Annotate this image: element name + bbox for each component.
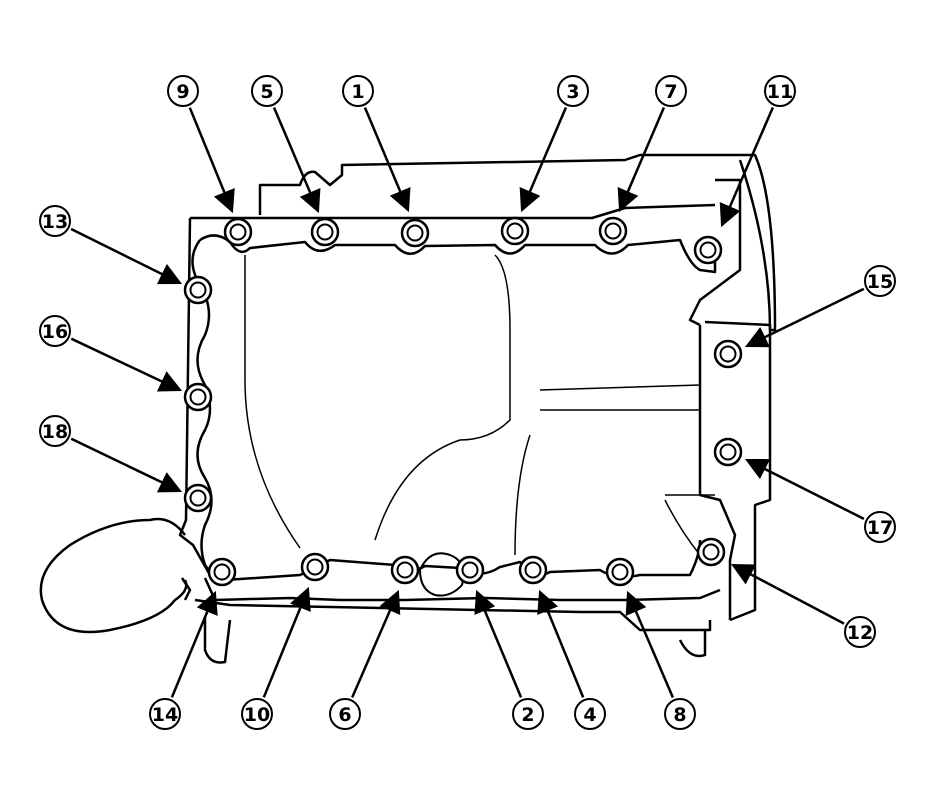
leaders-layer [70, 107, 865, 698]
bolt-8-leader-arrow [625, 590, 675, 698]
bolt-13-head [183, 275, 213, 305]
bolt-14-callout: 14 [149, 698, 181, 730]
bolt-13-leader-arrow [70, 227, 183, 285]
bolt-11-callout-label: 11 [767, 81, 793, 103]
bolt-7-head [598, 216, 628, 246]
bolt-7-callout-circle [655, 75, 687, 107]
bolt-1-callout-circle [342, 75, 374, 107]
bolt-15-callout: 15 [864, 265, 896, 297]
bolt-10-callout-label: 10 [244, 704, 270, 726]
bolt-12-callout-label: 12 [847, 622, 873, 644]
bolt-17-callout: 17 [864, 511, 896, 543]
bolt-10-callout-circle [241, 698, 273, 730]
bolt-6-callout: 6 [329, 698, 361, 730]
bolt-17-callout-circle [864, 511, 896, 543]
bolt-8-callout-label: 8 [673, 704, 686, 726]
bolt-17-callout-label: 17 [867, 517, 893, 539]
bolt-5-head [310, 217, 340, 247]
bolt-4-callout: 4 [574, 698, 606, 730]
bolt-15-leader-arrow [744, 287, 865, 348]
bolt-18-callout: 18 [39, 415, 71, 447]
bolt-2-leader-arrow [474, 589, 523, 698]
bolt-4-callout-circle [574, 698, 606, 730]
bolt-16-callout-label: 16 [42, 321, 68, 343]
bolt-9-callout-circle [167, 75, 199, 107]
bolt-7-callout-label: 7 [664, 81, 677, 103]
bolt-3-leader-arrow [519, 107, 568, 213]
bolt-13-callout-label: 13 [42, 211, 68, 233]
bolt-15-head [713, 339, 743, 369]
bolt-18-callout-label: 18 [42, 421, 68, 443]
oil-pan-drawing [39, 153, 777, 664]
bolt-11-callout: 11 [764, 75, 796, 107]
bolt-4-callout-label: 4 [583, 704, 596, 726]
bolt-6-callout-label: 6 [338, 704, 351, 726]
bolt-18-head [183, 483, 213, 513]
bolt-7-leader-arrow [617, 107, 666, 213]
bolt-5-callout-circle [251, 75, 283, 107]
bolt-16-leader-arrow [70, 337, 183, 392]
bolt-14-head [207, 557, 237, 587]
bolt-3-callout-label: 3 [566, 81, 579, 103]
bolt-6-head [390, 555, 420, 585]
bolt-16-callout: 16 [39, 315, 71, 347]
bolt-11-head [693, 235, 723, 265]
bolt-5-callout: 5 [251, 75, 283, 107]
bolt-3-head [500, 216, 530, 246]
bolt-1-callout: 1 [342, 75, 374, 107]
bolt-3-callout-circle [557, 75, 589, 107]
bolt-8-callout: 8 [664, 698, 696, 730]
bolt-9-head [223, 217, 253, 247]
bolt-16-head [183, 382, 213, 412]
bolt-18-leader-arrow [70, 437, 183, 493]
bolt-9-leader-arrow [188, 107, 235, 214]
bolt-17-head [713, 437, 743, 467]
bolt-1-head [400, 218, 430, 248]
bolt-17-leader-arrow [744, 458, 865, 521]
bolt-5-callout-label: 5 [260, 81, 273, 103]
bolt-15-callout-circle [864, 265, 896, 297]
bolt-12-head [696, 537, 726, 567]
bolt-1-leader-arrow [363, 107, 411, 213]
bolt-14-callout-label: 14 [152, 704, 178, 726]
bolt-2-callout-label: 2 [521, 704, 534, 726]
bolt-4-head [518, 555, 548, 585]
bolt-2-callout: 2 [512, 698, 544, 730]
bolt-14-callout-circle [149, 698, 181, 730]
bolt-9-callout: 9 [167, 75, 199, 107]
bolt-6-callout-circle [329, 698, 361, 730]
bolt-14-leader-arrow [170, 590, 218, 698]
bolt-5-leader-arrow [272, 107, 321, 214]
bolt-1-callout-label: 1 [351, 81, 364, 103]
bolt-2-head [455, 555, 485, 585]
bolt-9-callout-label: 9 [176, 81, 189, 103]
bolt-12-leader-arrow [731, 563, 845, 625]
bolt-8-head [605, 557, 635, 587]
bolt-12-callout-circle [844, 616, 876, 648]
bolt-16-callout-circle [39, 315, 71, 347]
bolt-13-callout: 13 [39, 205, 71, 237]
bolt-10-callout: 10 [241, 698, 273, 730]
bolt-18-callout-circle [39, 415, 71, 447]
bolt-15-callout-label: 15 [867, 271, 893, 293]
bolt-11-callout-circle [764, 75, 796, 107]
bolt-2-callout-circle [512, 698, 544, 730]
bolt-8-callout-circle [664, 698, 696, 730]
bolt-3-callout: 3 [557, 75, 589, 107]
bolt-10-leader-arrow [262, 586, 311, 698]
bolt-11-leader-arrow [719, 107, 774, 228]
bolt-13-callout-circle [39, 205, 71, 237]
bolt-4-leader-arrow [537, 589, 585, 698]
bolts-layer [183, 216, 743, 587]
bolt-6-leader-arrow [351, 589, 401, 698]
bolt-10-head [300, 552, 330, 582]
bolt-12-callout: 12 [844, 616, 876, 648]
bolt-7-callout: 7 [655, 75, 687, 107]
